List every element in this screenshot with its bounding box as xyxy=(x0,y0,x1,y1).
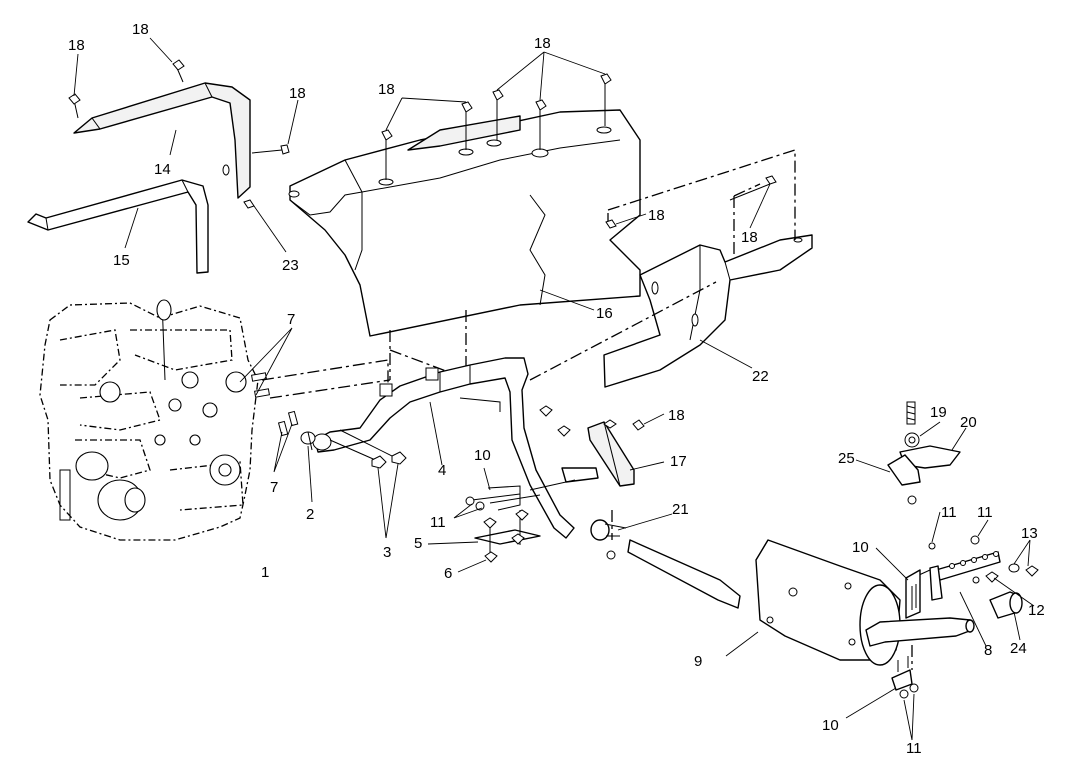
callout-15: 15 xyxy=(113,252,130,269)
callout-18-shroud-top: 18 xyxy=(534,35,551,52)
callout-leader-lines xyxy=(73,37,1035,741)
callout-10-left: 10 xyxy=(474,447,491,464)
callout-11-deflector: 11 xyxy=(941,504,957,521)
lower-heat-shield-strap xyxy=(27,179,209,274)
callout-11-bracket: 11 xyxy=(977,504,993,521)
callout-20: 20 xyxy=(960,414,977,431)
callout-9: 9 xyxy=(694,653,702,670)
exhaust-manifold-pipe xyxy=(312,357,575,539)
callout-8: 8 xyxy=(984,642,992,659)
callout-14: 14 xyxy=(154,161,171,178)
callout-10-muffler: 10 xyxy=(852,539,869,556)
pipe-heat-shield xyxy=(587,419,635,487)
callout-17: 17 xyxy=(670,453,687,470)
muffler xyxy=(627,539,975,666)
callout-18-bracket: 18 xyxy=(741,229,758,246)
callout-18-shroud-right: 18 xyxy=(648,207,665,224)
callout-19: 19 xyxy=(930,404,947,421)
callout-10-lower: 10 xyxy=(822,717,839,734)
callout-11-left: 11 xyxy=(430,514,446,531)
exhaust-studs xyxy=(251,372,299,437)
callout-3: 3 xyxy=(383,544,391,561)
main-exhaust-shroud xyxy=(288,109,641,337)
lower-muffler-hanger xyxy=(891,656,919,699)
callout-23: 23 xyxy=(282,257,299,274)
callout-7-lower: 7 xyxy=(270,479,278,496)
callout-11-lower: 11 xyxy=(906,740,922,757)
callout-labels: 1 2 3 4 5 6 7 7 8 9 10 10 10 11 11 11 11… xyxy=(68,21,1045,757)
callout-4: 4 xyxy=(438,462,446,479)
callout-5: 5 xyxy=(414,535,422,552)
callout-18-heat-shield: 18 xyxy=(668,407,685,424)
shroud-screws xyxy=(68,59,777,431)
flange-nuts xyxy=(329,429,407,469)
callout-21: 21 xyxy=(672,501,689,518)
muffler-mount-bracket xyxy=(905,551,1039,619)
side-bracket-shield xyxy=(603,234,813,388)
flange-gasket xyxy=(300,431,316,451)
callout-18-top: 18 xyxy=(132,21,149,38)
outlet-deflector xyxy=(887,401,980,550)
callout-24: 24 xyxy=(1010,640,1027,657)
callout-1: 1 xyxy=(261,564,269,581)
callout-6: 6 xyxy=(444,565,452,582)
pipe-clamp xyxy=(590,519,627,560)
callout-13: 13 xyxy=(1021,525,1038,542)
callout-18-left: 18 xyxy=(68,37,85,54)
callout-18-shroud-left: 18 xyxy=(378,81,395,98)
upper-heat-shield xyxy=(73,82,251,199)
callout-18-shield: 18 xyxy=(289,85,306,102)
callout-7-upper: 7 xyxy=(287,311,295,328)
callout-16: 16 xyxy=(596,305,613,322)
callout-22: 22 xyxy=(752,368,769,385)
tail-pipe xyxy=(989,591,1023,619)
engine-phantom xyxy=(39,299,259,541)
callout-12: 12 xyxy=(1028,602,1045,619)
callout-2: 2 xyxy=(306,506,314,523)
callout-25: 25 xyxy=(838,450,855,467)
